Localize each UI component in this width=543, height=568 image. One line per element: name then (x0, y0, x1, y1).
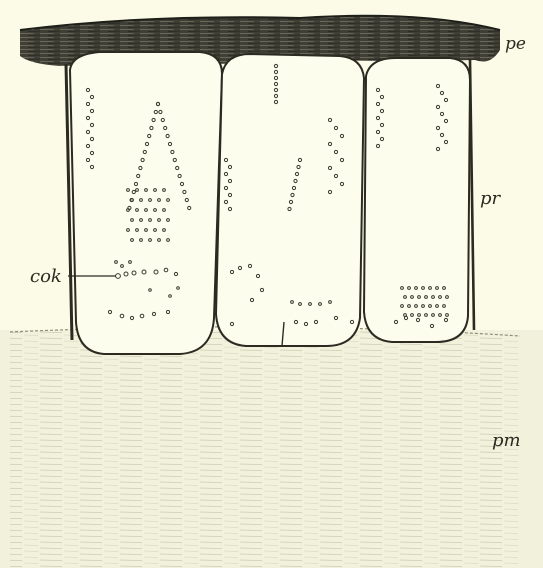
label-pe: pe (505, 36, 526, 53)
cell-left (66, 52, 222, 354)
label-cok: cok (30, 268, 62, 286)
lower-tissue-layer (0, 327, 543, 568)
cell-right (364, 58, 474, 342)
label-pm: pm (492, 432, 521, 450)
label-pr: pr (480, 190, 500, 208)
cell-middle (216, 54, 364, 346)
